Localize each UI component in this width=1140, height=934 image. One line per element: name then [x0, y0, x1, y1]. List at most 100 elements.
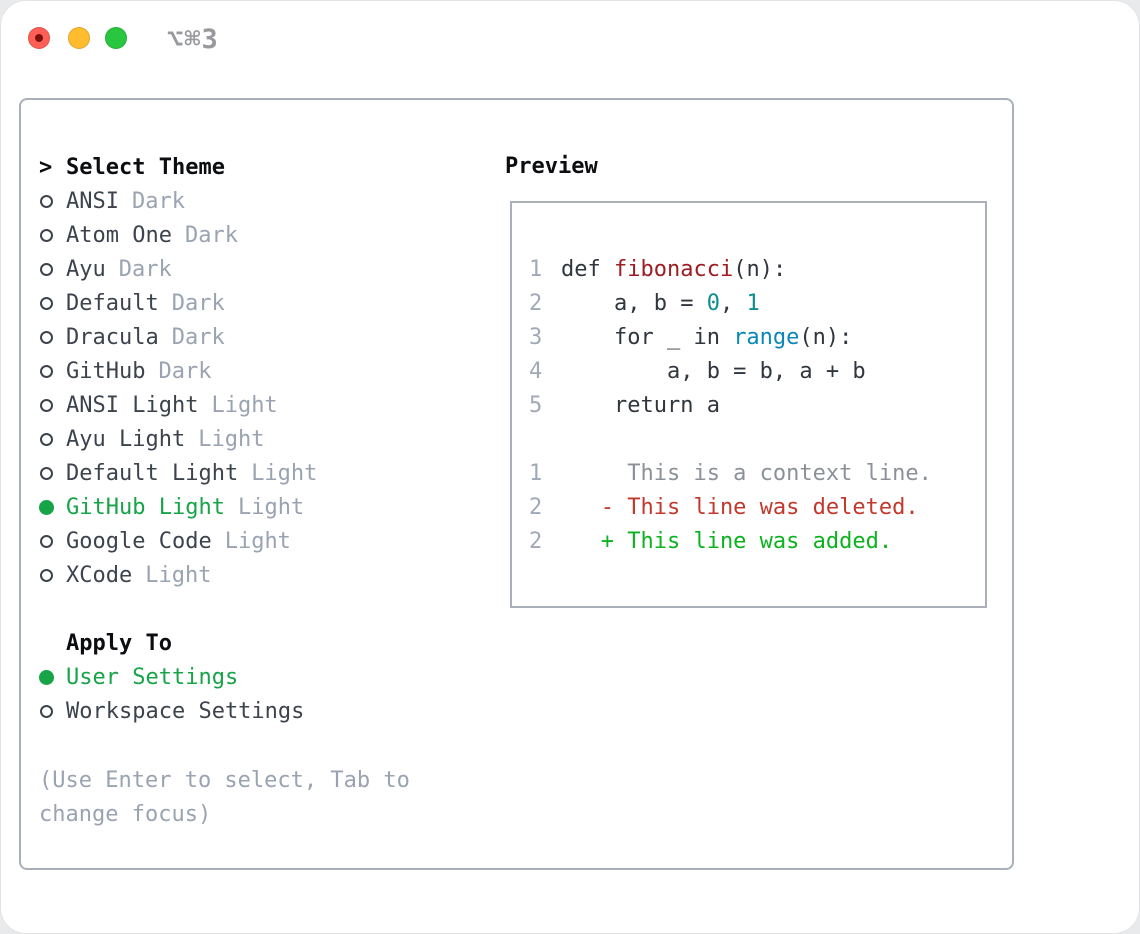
radio-unselected-icon [40, 228, 53, 242]
preview-line: 5 return a [529, 388, 932, 422]
line-number: 1 [529, 256, 543, 282]
radio-unselected-icon [40, 364, 53, 378]
line-number: 1 [529, 460, 543, 486]
radio-cell [39, 194, 66, 208]
titlebar: ⌥⌘3 [1, 1, 1139, 73]
radio-unselected-icon [40, 398, 53, 412]
line-content: + This line was added. [561, 529, 892, 554]
hint-line-1: (Use Enter to select, Tab to [39, 768, 410, 793]
option-label: User Settings [66, 664, 239, 690]
line-content: - This line was deleted. [561, 495, 919, 520]
option-label: Google Code [66, 528, 212, 554]
option-variant-label: Light [251, 460, 318, 486]
preview-line: 2 - This line was deleted. [529, 490, 932, 524]
option-variant-label: Dark [131, 188, 185, 214]
line-content: for _ in range(n): [561, 325, 852, 350]
code-token: for _ in [561, 324, 734, 350]
option-label: ANSI Light [66, 392, 199, 418]
theme-option[interactable]: Ayu Dark [39, 252, 410, 286]
line-content: a, b = 0, 1 [561, 291, 760, 316]
line-content: a, b = b, a + b [561, 359, 866, 384]
radio-unselected-icon [40, 534, 53, 548]
code-token: - This line was deleted. [561, 494, 919, 520]
code-token: 1 [746, 290, 760, 316]
radio-unselected-icon [40, 296, 53, 310]
radio-cell [39, 432, 66, 446]
radio-unselected-icon [40, 466, 53, 480]
radio-selected-icon [39, 669, 54, 685]
option-variant-label: Dark [118, 256, 172, 282]
radio-cell [39, 499, 66, 515]
spacer [39, 728, 410, 762]
radio-cell [39, 262, 66, 276]
hint-line-2: change focus) [39, 802, 212, 827]
code-token: (n): [799, 324, 853, 350]
theme-option[interactable]: ANSI Light Light [39, 388, 410, 422]
window-title: ⌥⌘3 [167, 24, 219, 55]
apply-option[interactable]: Workspace Settings [39, 694, 410, 728]
option-variant-label: Light [237, 494, 305, 520]
theme-option[interactable]: Default Light Light [39, 456, 410, 490]
radio-cell [39, 296, 66, 310]
line-number: 5 [529, 392, 543, 418]
option-label: GitHub Light [66, 494, 225, 520]
option-label: Ayu [66, 256, 106, 282]
line-number: 2 [529, 494, 543, 520]
line-number: 2 [529, 528, 543, 554]
option-label: Dracula [66, 324, 159, 350]
line-number: 4 [529, 358, 543, 384]
code-token: a, b = b, a + b [561, 358, 866, 384]
close-button[interactable] [28, 27, 50, 49]
code-token: def [561, 256, 614, 282]
zoom-button[interactable] [105, 27, 127, 49]
option-variant-label: Dark [158, 358, 212, 384]
theme-option[interactable]: GitHub Light Light [39, 490, 410, 524]
theme-option[interactable]: Dracula Dark [39, 320, 410, 354]
radio-unselected-icon [40, 194, 53, 208]
minimize-button[interactable] [68, 27, 90, 49]
preview-line: 2 + This line was added. [529, 524, 932, 558]
close-dot-icon [35, 34, 43, 42]
option-variant-label: Light [145, 562, 212, 588]
code-token: (n): [733, 256, 787, 282]
apply-to-header: Apply To [39, 626, 410, 660]
line-content: return a [561, 393, 720, 418]
code-token: fibonacci [613, 256, 734, 282]
option-variant-label: Light [224, 528, 291, 554]
option-variant-label: Dark [171, 324, 225, 350]
code-token: , [719, 290, 747, 316]
theme-option[interactable]: Google Code Light [39, 524, 410, 558]
radio-cell [39, 364, 66, 378]
line-content: This is a context line. [561, 461, 932, 486]
hint-text: (Use Enter to select, Tab to change focu… [39, 764, 410, 832]
radio-cell [39, 330, 66, 344]
radio-unselected-icon [40, 262, 53, 276]
preview-line: 4 a, b = b, a + b [529, 354, 932, 388]
option-variant-label: Light [211, 392, 278, 418]
option-label: Default Light [66, 460, 239, 486]
line-content: def fibonacci(n): [561, 257, 786, 282]
radio-unselected-icon [40, 330, 53, 344]
line-number: 2 [529, 290, 543, 316]
theme-option[interactable]: Ayu Light Light [39, 422, 410, 456]
radio-cell [39, 534, 66, 548]
apply-to-title: Apply To [66, 630, 172, 656]
radio-cell [39, 228, 66, 242]
select-theme-header: > Select Theme [39, 150, 410, 184]
preview-line: 1 This is a context line. [529, 456, 932, 490]
radio-cell [39, 704, 66, 718]
apply-option[interactable]: User Settings [39, 660, 410, 694]
option-label: Ayu Light [66, 426, 186, 452]
option-variant-label: Light [198, 426, 265, 452]
preview-title: Preview [505, 154, 598, 179]
